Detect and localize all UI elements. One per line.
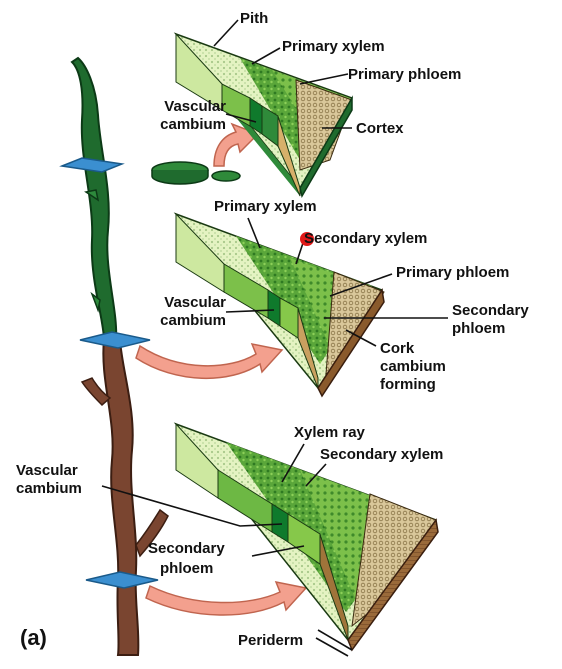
label-secondary-phloem-3-line2: phloem <box>160 560 213 577</box>
label-secondary-phloem-3-line1: Secondary <box>148 540 225 557</box>
label-cork-cambium-line1: Cork <box>380 340 414 357</box>
label-periderm: Periderm <box>238 632 303 649</box>
removed-stem-slice <box>152 162 240 184</box>
figure-label: (a) <box>20 626 47 650</box>
cut-plane-top <box>62 158 122 172</box>
label-primary-xylem-1: Primary xylem <box>282 38 385 55</box>
woody-brown-stem <box>103 340 138 655</box>
label-pith: Pith <box>240 10 268 27</box>
label-vascular-cambium-3-line1: Vascular <box>16 462 78 479</box>
label-primary-phloem-1: Primary phloem <box>348 66 461 83</box>
label-xylem-ray: Xylem ray <box>294 424 365 441</box>
label-primary-phloem-2: Primary phloem <box>396 264 509 281</box>
label-secondary-phloem-2-line2: phloem <box>452 320 505 337</box>
label-secondary-phloem-2-line1: Secondary <box>452 302 529 319</box>
label-primary-xylem-2: Primary xylem <box>214 198 317 215</box>
leader-pith <box>214 20 238 46</box>
label-cortex: Cortex <box>356 120 404 137</box>
label-vascular-cambium-1-line2: cambium <box>108 116 226 133</box>
leader-periderm <box>316 638 348 656</box>
label-cork-cambium-line3: forming <box>380 376 436 393</box>
label-secondary-xylem-3: Secondary xylem <box>320 446 443 463</box>
label-vascular-cambium-1-line1: Vascular <box>108 98 226 115</box>
label-cork-cambium-line2: cambium <box>380 358 446 375</box>
cut-plane-bottom <box>86 572 158 588</box>
label-vascular-cambium-3-line2: cambium <box>16 480 82 497</box>
arrow-to-section-3 <box>146 582 306 615</box>
label-vascular-cambium-2-line2: cambium <box>108 312 226 329</box>
leader-primary-xylem-1 <box>252 48 280 64</box>
arrow-to-section-2 <box>136 344 282 378</box>
label-secondary-xylem-2: Secondary xylem <box>304 230 427 247</box>
leader-primary-phloem-1 <box>300 74 348 84</box>
label-vascular-cambium-2-line1: Vascular <box>108 294 226 311</box>
